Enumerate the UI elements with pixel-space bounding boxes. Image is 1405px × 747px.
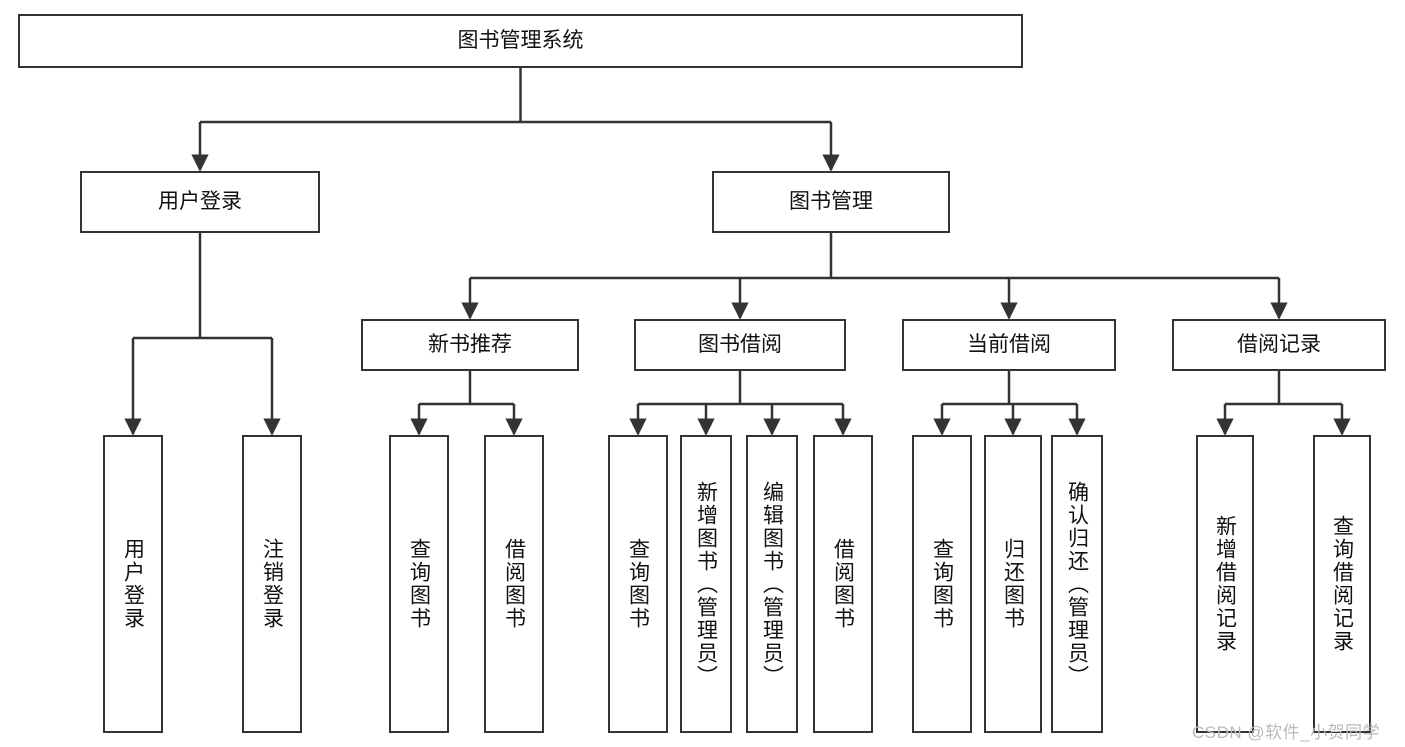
watermark-csdn: CSDN @软件_小贺同学	[1192, 723, 1381, 742]
node-book-borrow[interactable]: 图书借阅	[634, 319, 846, 371]
node-label: 借阅图书	[502, 538, 526, 630]
node-leaf-confirm-return[interactable]: 确认归还（管理员）	[1051, 435, 1103, 733]
node-leaf-query-book-3[interactable]: 查询图书	[912, 435, 972, 733]
node-label: 查询图书	[407, 538, 431, 630]
node-leaf-add-book[interactable]: 新增图书（管理员）	[680, 435, 732, 733]
node-borrow-record[interactable]: 借阅记录	[1172, 319, 1386, 371]
node-label: 新增借阅记录	[1213, 515, 1237, 653]
node-label: 注销登录	[260, 538, 284, 630]
node-leaf-return-book[interactable]: 归还图书	[984, 435, 1042, 733]
node-leaf-query-record[interactable]: 查询借阅记录	[1313, 435, 1371, 733]
node-label: 新增图书（管理员）	[694, 480, 718, 688]
node-current-borrow[interactable]: 当前借阅	[902, 319, 1116, 371]
node-label: 查询借阅记录	[1330, 515, 1354, 653]
node-label: 查询图书	[930, 538, 954, 630]
node-root[interactable]: 图书管理系统	[18, 14, 1023, 68]
node-label: 借阅图书	[831, 538, 855, 630]
edge-group	[124, 68, 1351, 436]
node-label: 查询图书	[626, 538, 650, 630]
node-leaf-user-login[interactable]: 用户登录	[103, 435, 163, 733]
node-label: 图书管理系统	[457, 29, 584, 53]
node-leaf-user-logout[interactable]: 注销登录	[242, 435, 302, 733]
node-label: 借阅记录	[1237, 333, 1321, 357]
node-new-book-rec[interactable]: 新书推荐	[361, 319, 579, 371]
node-label: 确认归还（管理员）	[1065, 480, 1089, 688]
node-leaf-add-record[interactable]: 新增借阅记录	[1196, 435, 1254, 733]
node-user-login[interactable]: 用户登录	[80, 171, 320, 233]
node-label: 当前借阅	[967, 333, 1051, 357]
node-book-manage[interactable]: 图书管理	[712, 171, 950, 233]
node-leaf-borrow-book-1[interactable]: 借阅图书	[484, 435, 544, 733]
node-label: 编辑图书（管理员）	[760, 480, 784, 688]
node-label: 归还图书	[1001, 538, 1025, 630]
node-leaf-edit-book[interactable]: 编辑图书（管理员）	[746, 435, 798, 733]
node-label: 图书借阅	[698, 333, 782, 357]
node-label: 新书推荐	[428, 333, 512, 357]
node-label: 用户登录	[158, 190, 242, 214]
node-label: 用户登录	[121, 538, 145, 630]
node-leaf-query-book-1[interactable]: 查询图书	[389, 435, 449, 733]
node-leaf-query-book-2[interactable]: 查询图书	[608, 435, 668, 733]
node-leaf-borrow-book-2[interactable]: 借阅图书	[813, 435, 873, 733]
node-label: 图书管理	[789, 190, 873, 214]
